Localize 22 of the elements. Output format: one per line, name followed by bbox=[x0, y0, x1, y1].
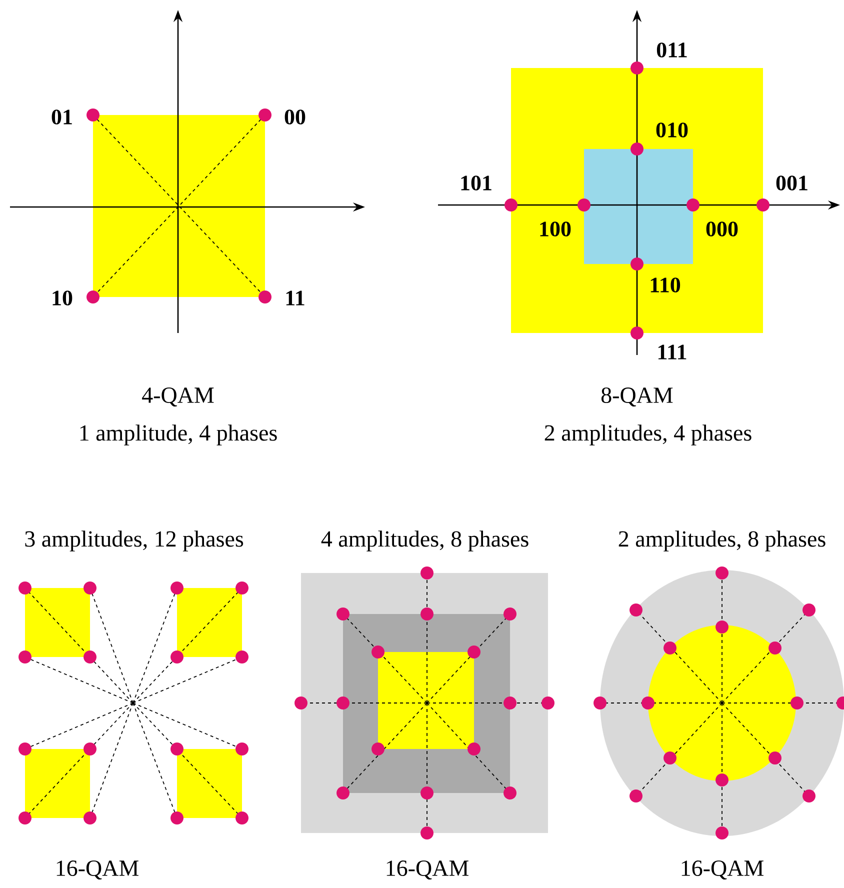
point-label: 011 bbox=[656, 42, 687, 58]
point-label: 11 bbox=[286, 290, 304, 306]
caption: 1 amplitude, 4 phases bbox=[80, 424, 277, 446]
caption: 16-QAM bbox=[386, 860, 468, 880]
caption: 4-QAM bbox=[142, 388, 214, 406]
caption: 3 amplitudes, 12 phases bbox=[25, 530, 244, 552]
caption: 4 amplitudes, 8 phases bbox=[321, 530, 528, 552]
point-label: 10 bbox=[52, 290, 72, 306]
point-label: 000 bbox=[706, 222, 738, 236]
caption: 2 amplitudes, 4 phases bbox=[544, 424, 752, 446]
caption: 8-QAM bbox=[601, 387, 673, 407]
point-label: 00 bbox=[284, 110, 306, 124]
point-label: 001 bbox=[776, 176, 808, 190]
caption: 2 amplitudes, 8 phases bbox=[618, 530, 826, 552]
point-label: 111 bbox=[658, 344, 686, 360]
point-label: 110 bbox=[650, 278, 680, 292]
point-label: 010 bbox=[656, 122, 688, 138]
point-label: 101 bbox=[461, 176, 492, 190]
caption: 16-QAM bbox=[682, 860, 764, 880]
point-label: 100 bbox=[540, 222, 571, 236]
point-label: 01 bbox=[52, 110, 72, 124]
caption: 16-QAM bbox=[56, 860, 138, 880]
